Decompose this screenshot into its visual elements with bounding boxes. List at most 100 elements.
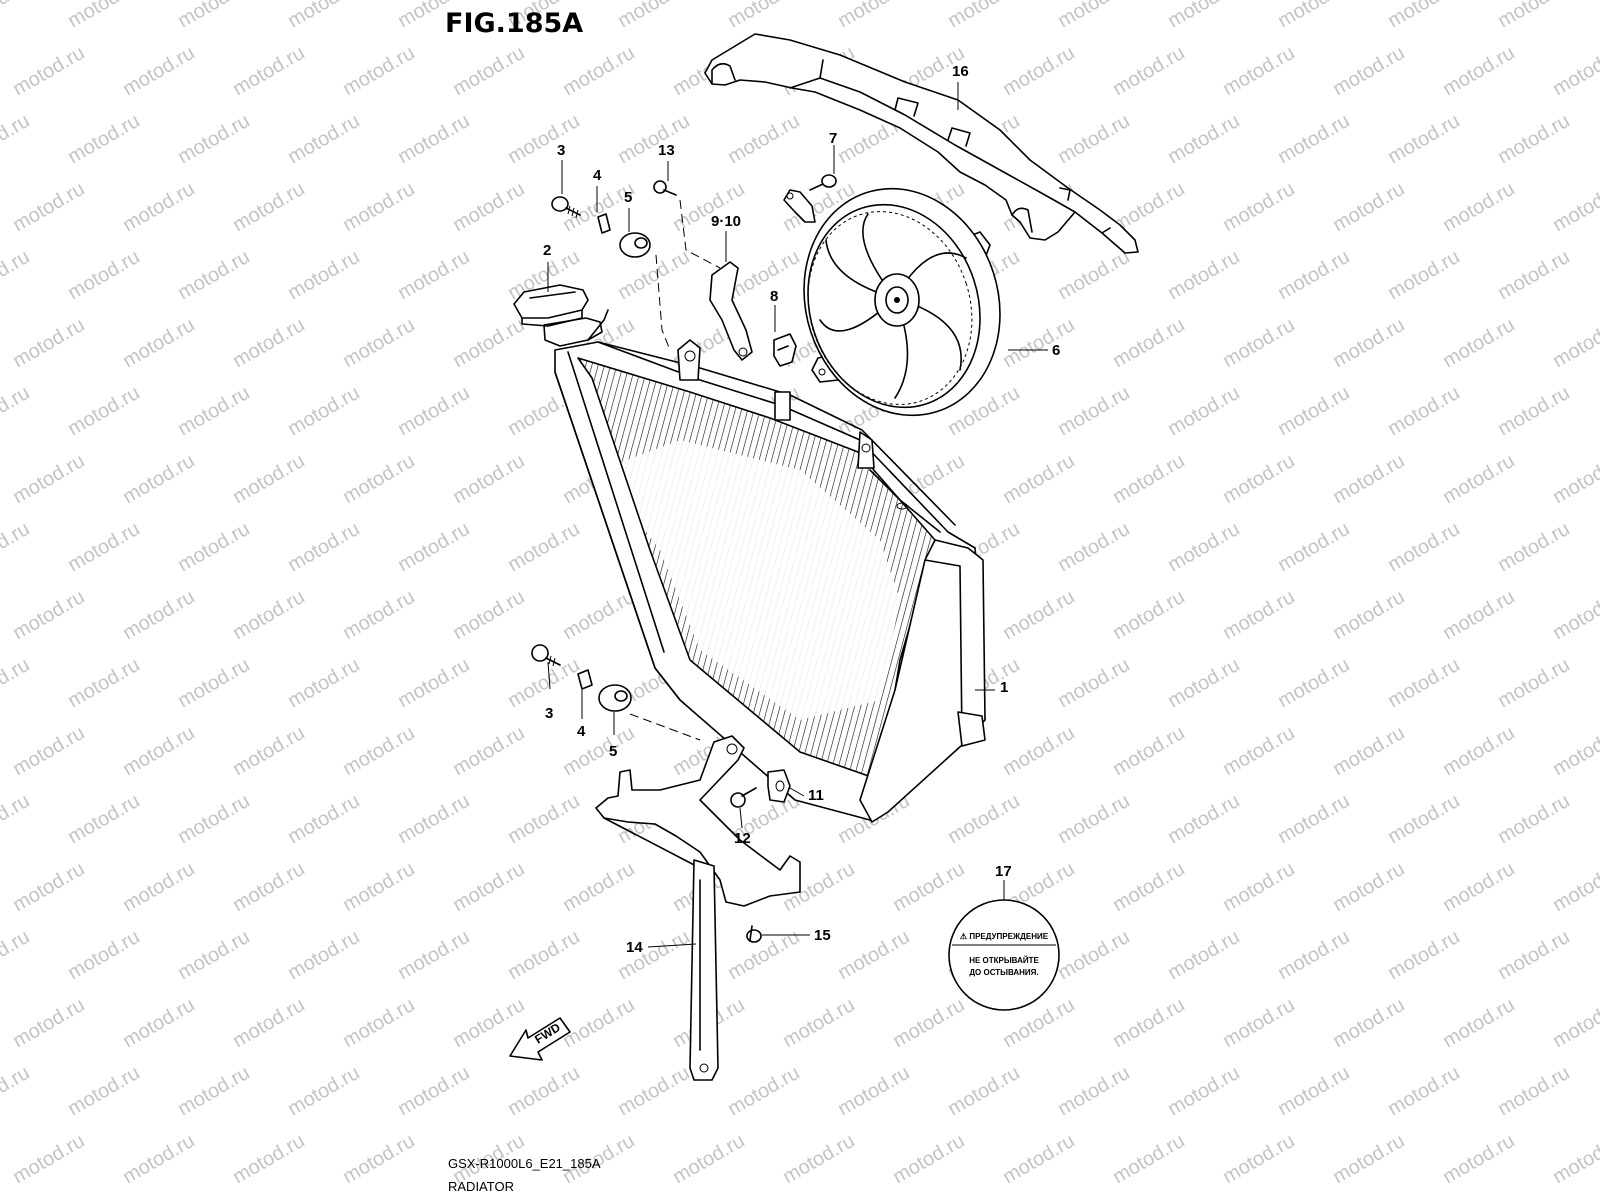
watermark-text: motod.ru: [559, 586, 638, 645]
callout-7: 7: [829, 130, 837, 147]
collar-4-upper: [597, 213, 611, 234]
watermark-text: motod.ru: [449, 178, 528, 237]
radiator-1: [543, 309, 986, 823]
watermark-text: motod.ru: [1274, 1062, 1353, 1121]
watermark-text: motod.ru: [1384, 382, 1463, 441]
watermark-text: motod.ru: [174, 110, 253, 169]
watermark-text: motod.ru: [174, 790, 253, 849]
watermark-text: motod.ru: [1219, 994, 1298, 1053]
watermark-text: motod.ru: [1549, 722, 1600, 781]
callout-14: 14: [626, 939, 643, 956]
watermark-text: motod.ru: [1494, 246, 1573, 305]
watermark-text: motod.ru: [64, 518, 143, 577]
callout-4-lower: 4: [577, 723, 586, 740]
watermark-text: motod.ru: [339, 314, 418, 373]
watermark-text: motod.ru: [559, 858, 638, 917]
watermark-text: motod.ru: [339, 994, 418, 1053]
watermark-text: motod.ru: [1054, 246, 1133, 305]
watermark-text: motod.ru: [1219, 450, 1298, 509]
assembly-lines: [629, 199, 721, 741]
watermark-text: motod.ru: [614, 110, 693, 169]
watermark-text: motod.ru: [9, 722, 88, 781]
watermark-text: motod.ru: [449, 42, 528, 101]
bolt-13: [653, 180, 677, 196]
watermark-text: motod.ru: [834, 1062, 913, 1121]
watermark-text: motod.ru: [1439, 722, 1518, 781]
watermark-text: motod.ru: [284, 0, 363, 32]
callout-9-10: 9·10: [711, 213, 741, 230]
watermark-text: motod.ru: [1054, 110, 1133, 169]
watermark-text: motod.ru: [339, 1130, 418, 1189]
watermark-text: motod.ru: [0, 246, 34, 305]
watermark-text: motod.ru: [944, 790, 1023, 849]
watermark-text: motod.ru: [1329, 586, 1408, 645]
watermark-text: motod.ru: [1219, 722, 1298, 781]
watermark-text: motod.ru: [339, 722, 418, 781]
watermark-text: motod.ru: [339, 42, 418, 101]
warning-label-17: ⚠ ПРЕДУПРЕЖДЕНИЕ НЕ ОТКРЫВАЙТЕ ДО ОСТЫВА…: [948, 899, 1060, 1011]
watermark-text: motod.ru: [1549, 586, 1600, 645]
watermark-text: motod.ru: [284, 654, 363, 713]
watermark-text: motod.ru: [64, 926, 143, 985]
watermark-text: motod.ru: [1164, 246, 1243, 305]
watermark-text: motod.ru: [1109, 42, 1188, 101]
watermark-text: motod.ru: [0, 0, 34, 32]
watermark-text: motod.ru: [229, 314, 308, 373]
watermark-text: motod.ru: [64, 654, 143, 713]
watermark-text: motod.ru: [1384, 518, 1463, 577]
warning-line-1: НЕ ОТКРЫВАЙТЕ: [969, 956, 1039, 965]
bolt-3-lower: [531, 644, 561, 667]
watermark-text: motod.ru: [9, 450, 88, 509]
watermark-text: motod.ru: [339, 450, 418, 509]
watermark-text: motod.ru: [1439, 178, 1518, 237]
watermark-text: motod.ru: [174, 0, 253, 32]
watermark-text: motod.ru: [449, 722, 528, 781]
watermark-text: motod.ru: [394, 1062, 473, 1121]
callout-3-upper: 3: [557, 142, 565, 159]
watermark-text: motod.ru: [174, 518, 253, 577]
callout-6: 6: [1052, 342, 1060, 359]
watermark-text: motod.ru: [999, 42, 1078, 101]
nut-8: [773, 333, 797, 367]
watermark-text: motod.ru: [1329, 42, 1408, 101]
watermark-text: motod.ru: [1219, 1130, 1298, 1189]
callout-5-lower: 5: [609, 743, 617, 760]
watermark-text: motod.ru: [229, 994, 308, 1053]
watermark-text: motod.ru: [1164, 518, 1243, 577]
watermark-text: motod.ru: [1549, 178, 1600, 237]
watermark-text: motod.ru: [1164, 1062, 1243, 1121]
watermark-text: motod.ru: [1219, 314, 1298, 373]
watermark-text: motod.ru: [64, 790, 143, 849]
watermark-text: motod.ru: [174, 926, 253, 985]
callout-5-upper: 5: [624, 189, 632, 206]
watermark-text: motod.ru: [779, 994, 858, 1053]
callout-labels: 1 2 3 4 5 6 7 8 9·10 11 12 13 14 15 16 3…: [543, 63, 1060, 956]
warning-line-2: ДО ОСТЫВАНИЯ.: [969, 968, 1038, 977]
watermark-text: motod.ru: [614, 1062, 693, 1121]
watermark-text: motod.ru: [1109, 450, 1188, 509]
watermark-text: motod.ru: [1329, 858, 1408, 917]
watermark-text: motod.ru: [559, 994, 638, 1053]
watermark-text: motod.ru: [944, 1062, 1023, 1121]
watermark-text: motod.ru: [1054, 0, 1133, 32]
watermark-text: motod.ru: [119, 722, 198, 781]
watermark-text: motod.ru: [394, 654, 473, 713]
watermark-text: motod.ru: [1494, 382, 1573, 441]
warning-heading: ⚠ ПРЕДУПРЕЖДЕНИЕ: [960, 932, 1049, 941]
cooling-fan-6: [783, 187, 1001, 417]
watermark-text: motod.ru: [449, 994, 528, 1053]
lower-bracket-14: [595, 735, 801, 1081]
watermark-text: motod.ru: [1274, 790, 1353, 849]
watermark-text: motod.ru: [284, 246, 363, 305]
bolt-12: [730, 787, 757, 808]
watermark-text: motod.ru: [64, 246, 143, 305]
watermark-text: motod.ru: [889, 858, 968, 917]
bolt-15: [746, 925, 762, 943]
watermark-text: motod.ru: [174, 382, 253, 441]
watermark-text: motod.ru: [9, 994, 88, 1053]
watermark-text: motod.ru: [834, 0, 913, 32]
watermark-text: motod.ru: [1164, 926, 1243, 985]
watermark-text: motod.ru: [889, 994, 968, 1053]
watermark-text: motod.ru: [1439, 42, 1518, 101]
nut-11: [767, 769, 791, 803]
